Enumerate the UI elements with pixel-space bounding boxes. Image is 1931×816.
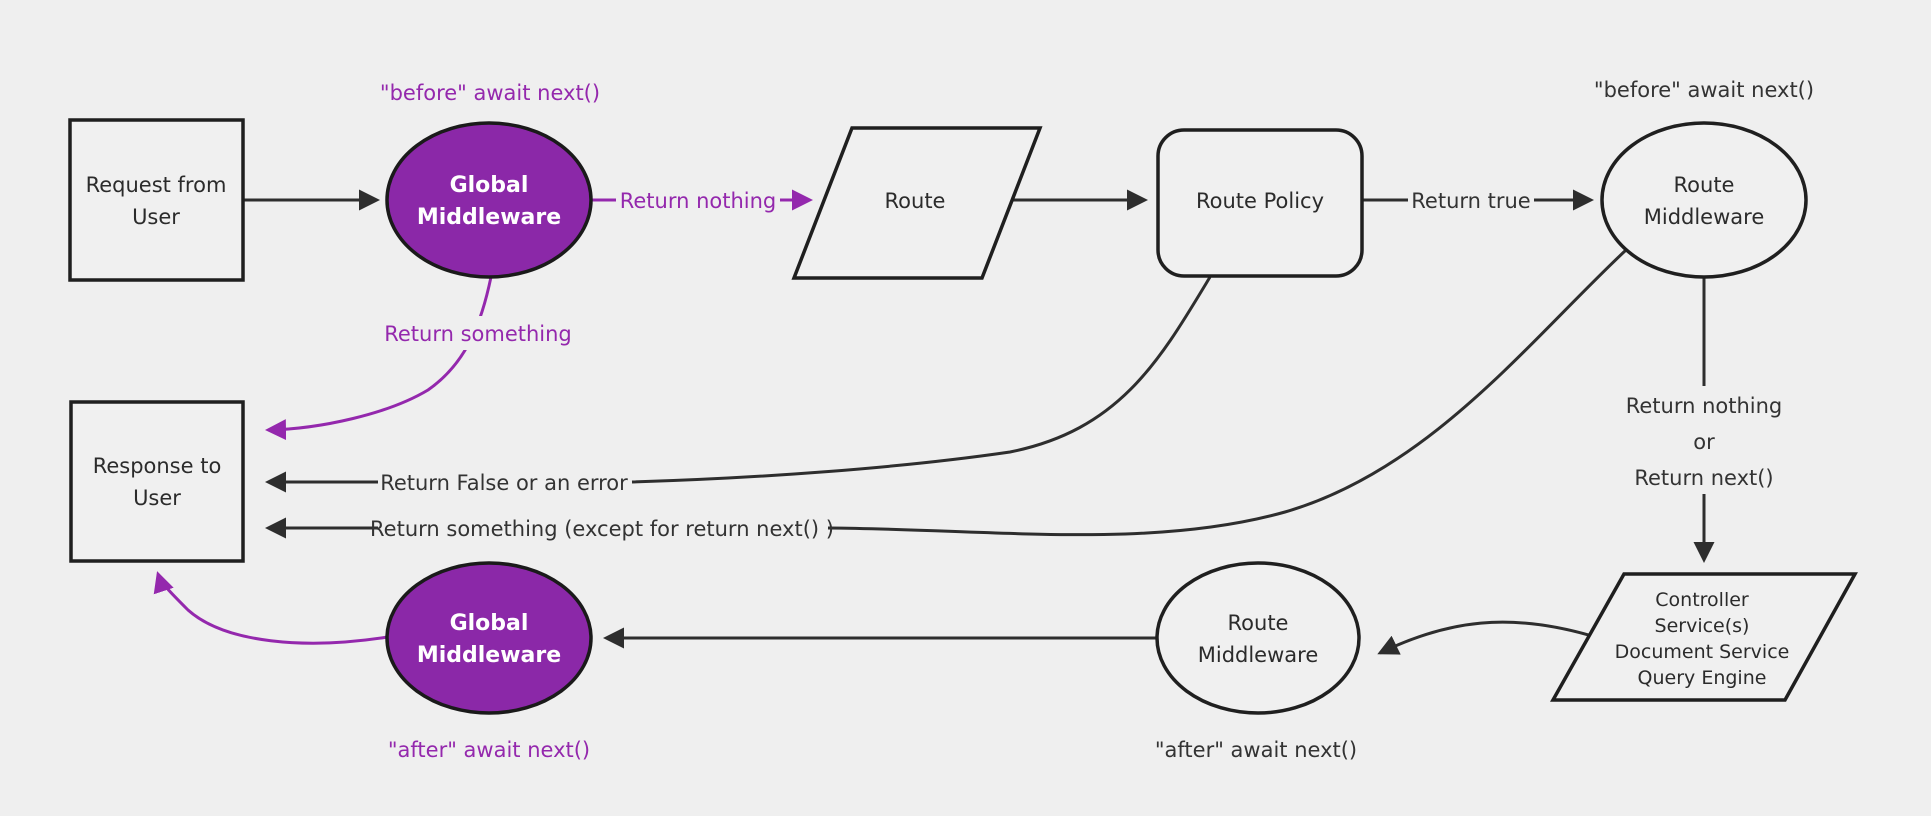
- route-policy-node-label: Route Policy: [1196, 189, 1324, 213]
- route-middleware-top-label: Middleware: [1644, 205, 1765, 229]
- request-node-label: User: [132, 205, 180, 229]
- route-middleware-bottom-label: Middleware: [1198, 643, 1319, 667]
- controller-node-label: Document Service: [1615, 641, 1790, 663]
- response-node: Response to User: [69, 400, 245, 563]
- route-policy-node: Route Policy: [1156, 128, 1364, 278]
- response-node-label: Response to: [93, 454, 222, 478]
- before-await-next-right-label: "before" await next(): [1594, 78, 1814, 102]
- global-middleware-to-response-curve: [265, 276, 493, 441]
- svg-text:Return next(): Return next(): [1634, 466, 1773, 490]
- before-await-next-top-label: "before" await next(): [380, 81, 600, 105]
- controller-node-label: Controller: [1655, 589, 1749, 611]
- controller-node-label: Service(s): [1655, 615, 1750, 637]
- global-middleware-bottom-label: Middleware: [417, 643, 561, 668]
- svg-text:or: or: [1693, 430, 1715, 454]
- controller-node: Controller Service(s) Document Service Q…: [1550, 572, 1858, 702]
- route-middleware-to-response-curve: [827, 248, 1628, 537]
- route-middleware-top-label: Route: [1674, 173, 1735, 197]
- route-middleware-top-node: Route Middleware: [1600, 121, 1808, 279]
- route-node-label: Route: [885, 189, 946, 213]
- return-false-label: Return False or an error: [380, 471, 628, 495]
- request-node-label: Request from: [86, 173, 227, 197]
- global-middleware-top-label: Middleware: [417, 205, 561, 230]
- response-node-label: User: [133, 486, 181, 510]
- global-middleware-bottom-to-response-curve: [153, 571, 389, 645]
- global-middleware-bottom-node: Global Middleware: [385, 561, 593, 715]
- svg-text:Return nothing: Return nothing: [1626, 394, 1783, 418]
- global-middleware-top-node: Global Middleware: [385, 121, 593, 279]
- global-middleware-top-label: Global: [450, 173, 529, 198]
- route-node: Route: [791, 126, 1043, 280]
- return-something-label: Return something: [382, 316, 576, 350]
- after-await-next-right-label: "after" await next(): [1155, 738, 1357, 762]
- global-middleware-bottom-label: Global: [450, 611, 529, 636]
- route-middleware-bottom-node: Route Middleware: [1155, 561, 1361, 715]
- svg-text:Return something: Return something: [384, 322, 572, 346]
- controller-to-route-middleware-arrow: [1377, 620, 1593, 655]
- return-nothing-label: Return nothing: [620, 189, 777, 213]
- request-node: Request from User: [68, 118, 245, 282]
- return-true-label: Return true: [1411, 189, 1530, 213]
- controller-node-label: Query Engine: [1638, 667, 1767, 689]
- route-policy-to-response-curve: [631, 276, 1212, 484]
- after-await-next-left-label: "after" await next(): [388, 738, 590, 762]
- return-something-except-label: Return something (except for return next…: [370, 517, 834, 541]
- return-nothing-or-next-label: Return nothing or Return next(): [1626, 394, 1783, 490]
- route-middleware-bottom-label: Route: [1228, 611, 1289, 635]
